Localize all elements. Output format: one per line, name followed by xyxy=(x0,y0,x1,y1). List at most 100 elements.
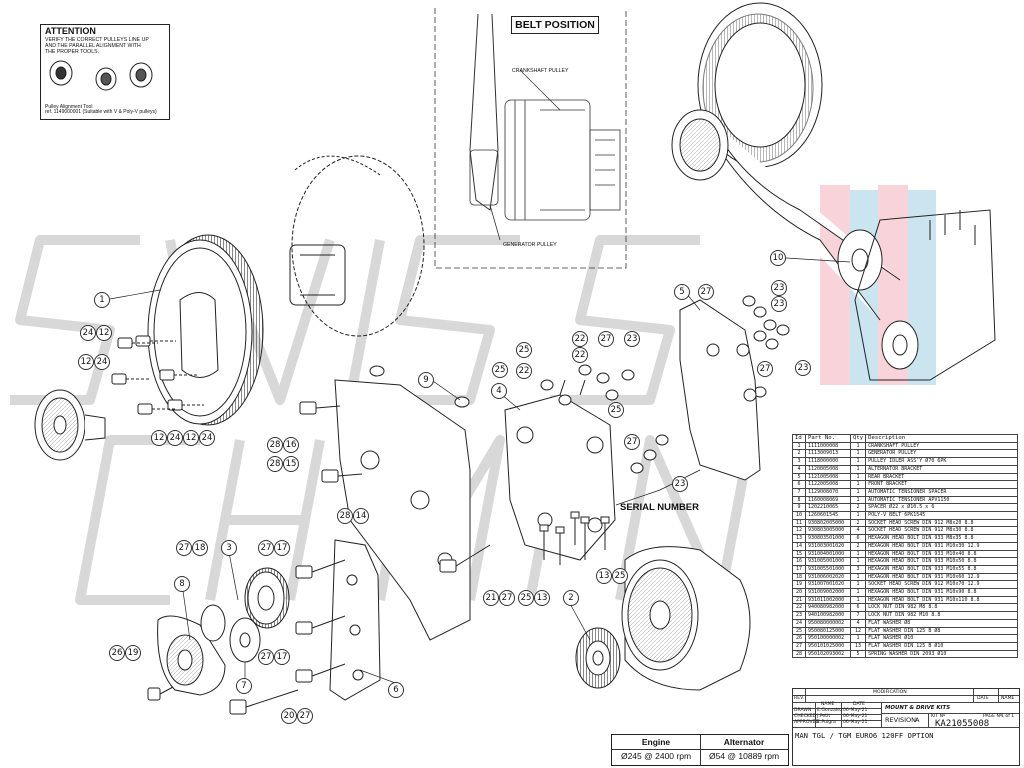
row-part-no: 1118000000 xyxy=(805,457,851,466)
row-description: FLAT WASHER Ø8 xyxy=(865,618,1018,628)
row-id: 20 xyxy=(792,588,806,597)
row-description: LOCK NUT DIN 982 M10 8.8 xyxy=(865,611,1018,620)
row-id: 22 xyxy=(792,603,806,613)
row-part-no: 931003001020 xyxy=(805,541,851,551)
callout-7: 7 xyxy=(236,678,252,694)
row-qty: 2 xyxy=(849,503,867,513)
row-qty: 1 xyxy=(849,487,867,497)
row-qty: 2 xyxy=(849,541,867,551)
attention-line-2: AND THE PARALLEL ALIGNMENT WITH xyxy=(45,43,141,49)
bolt-group-left xyxy=(111,335,204,415)
serial-number-label: SERIAL NUMBER xyxy=(620,502,699,513)
idler-bracket xyxy=(334,365,471,641)
header-description: Description xyxy=(865,434,1018,443)
row-description: SPRING WASHER DIN 2093 Ø10 xyxy=(865,649,1018,659)
callout-14: 14 xyxy=(353,508,369,524)
row-id: 5 xyxy=(792,472,806,482)
callout-25c: 25 xyxy=(608,402,624,418)
col-date-label: DATE xyxy=(853,702,865,707)
checked-date: 06-May-21 xyxy=(843,714,868,719)
row-part-no: 1129008070 xyxy=(805,487,851,497)
belt-position-inset xyxy=(434,8,627,269)
assembled-view xyxy=(671,2,996,385)
row-id: 24 xyxy=(792,618,806,628)
row-id: 27 xyxy=(792,642,806,651)
row-qty: 1 xyxy=(849,457,867,466)
callout-23e: 23 xyxy=(795,360,811,376)
callout-9: 9 xyxy=(418,372,434,388)
row-qty: 2 xyxy=(849,518,867,528)
callout-24b: 24 xyxy=(94,354,110,370)
nut-washer-group xyxy=(539,295,790,565)
row-part-no: 950100000002 xyxy=(805,634,851,643)
callout-10: 10 xyxy=(770,250,786,266)
callout-13: 13 xyxy=(534,590,550,606)
title-block: REV. MODIFICATION DATE NAME NAME DATE DR… xyxy=(792,688,1020,766)
row-id: 28 xyxy=(792,649,806,659)
row-description: FLAT WASHER DIN 125 B Ø10 xyxy=(865,642,1018,651)
engine-header: Engine xyxy=(641,737,671,747)
row-part-no: 930802005000 xyxy=(805,518,851,528)
callout-23d: 23 xyxy=(771,296,787,312)
approved-date: 06-May-21 xyxy=(843,720,868,725)
leader-lines xyxy=(109,257,851,686)
callout-25d: 25 xyxy=(518,590,534,606)
row-description: SOCKET HEAD SCREW DIN 912 M8x20 8.8 xyxy=(865,518,1018,528)
callout-15: 15 xyxy=(283,456,299,472)
row-description: AUTOMATIC TENSIONER SPACER xyxy=(865,487,1018,497)
row-id: 19 xyxy=(792,580,806,590)
row-id: 26 xyxy=(792,634,806,643)
row-id: 7 xyxy=(792,487,806,497)
callout-4: 4 xyxy=(491,383,507,399)
row-id: 3 xyxy=(792,457,806,466)
row-description: AUTOMATIC TENSIONER APV1150 xyxy=(865,495,1018,505)
row-qty: 3 xyxy=(849,564,867,574)
tensioner-assembly xyxy=(157,567,290,696)
drawn-name: E.Gonzalez xyxy=(817,708,843,713)
callout-27i: 27 xyxy=(757,361,773,377)
row-id: 21 xyxy=(792,595,806,605)
row-description: POLY-V BELT 6PK1545 xyxy=(865,511,1018,520)
alternator-value: Ø54 @ 10889 rpm xyxy=(708,751,780,761)
rev-label: REV. xyxy=(794,696,805,701)
callout-23: 23 xyxy=(624,331,640,347)
callout-22: 22 xyxy=(516,363,532,379)
checked-label: CHECKED xyxy=(794,714,817,719)
row-id: 25 xyxy=(792,626,806,636)
header-qty: Qty xyxy=(849,434,867,443)
row-qty: 1 xyxy=(849,464,867,474)
row-qty: 1 xyxy=(849,549,867,559)
row-qty: 1 xyxy=(849,557,867,566)
row-description: PULLEY IDLER ASS'Y Ø70 6PK xyxy=(865,457,1018,466)
callout-28: 28 xyxy=(267,437,283,453)
kit-number: KA21055008 xyxy=(935,719,990,729)
callout-11b: 12 xyxy=(183,430,199,446)
row-qty: 4 xyxy=(849,618,867,628)
row-part-no: 931005501000 xyxy=(805,564,851,574)
row-description: HEXAGON HEAD BOLT DIN 933 M10x55 8.8 xyxy=(865,564,1018,574)
belt-position-title: BELT POSITION xyxy=(511,16,599,34)
row-description: REAR BRACKET xyxy=(865,472,1018,482)
alignment-tool-illustration xyxy=(49,60,153,91)
callout-12b: 12 xyxy=(151,430,167,446)
row-description: FRONT BRACKET xyxy=(865,480,1018,489)
callout-26: 26 xyxy=(109,645,125,661)
callout-28c: 28 xyxy=(337,508,353,524)
callout-1: 1 xyxy=(94,292,110,308)
generator-pulley-label: GENERATOR PULLEY xyxy=(503,242,557,248)
row-qty: 7 xyxy=(849,611,867,620)
row-part-no: 1122005008 xyxy=(805,480,851,489)
